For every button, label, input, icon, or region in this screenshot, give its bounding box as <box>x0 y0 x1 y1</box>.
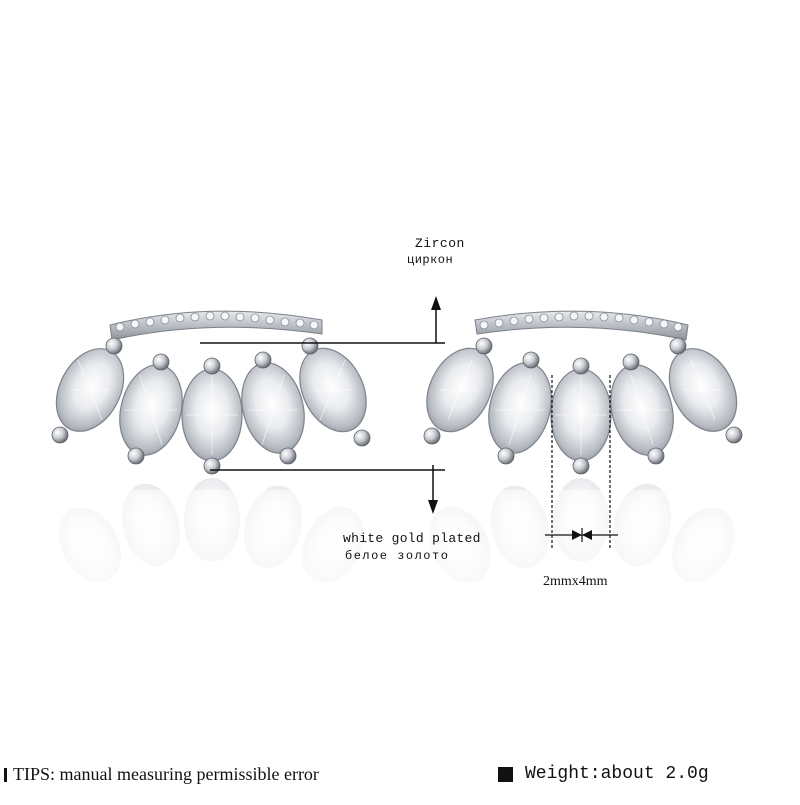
tips-bar-icon <box>4 767 7 782</box>
tips-text: TIPS: manual measuring permissible error <box>13 764 319 784</box>
size-dimension <box>545 375 618 548</box>
zircon-label-ru: циркон <box>407 253 454 267</box>
tips-note: TIPS: manual measuring permissible error <box>4 764 319 785</box>
left-earring <box>51 310 371 475</box>
weight-text: Weight:about 2.0g <box>525 764 709 784</box>
square-bullet-icon <box>498 766 513 782</box>
plating-label-ru: белое золото <box>345 549 450 563</box>
zircon-label: Zircon <box>415 236 465 251</box>
right-earring <box>423 310 743 475</box>
size-label: 2mmx4mm <box>543 574 608 589</box>
height-dimension <box>200 296 445 514</box>
weight-note: Weight:about 2.0g <box>498 764 709 784</box>
plating-label: white gold plated <box>343 531 481 546</box>
